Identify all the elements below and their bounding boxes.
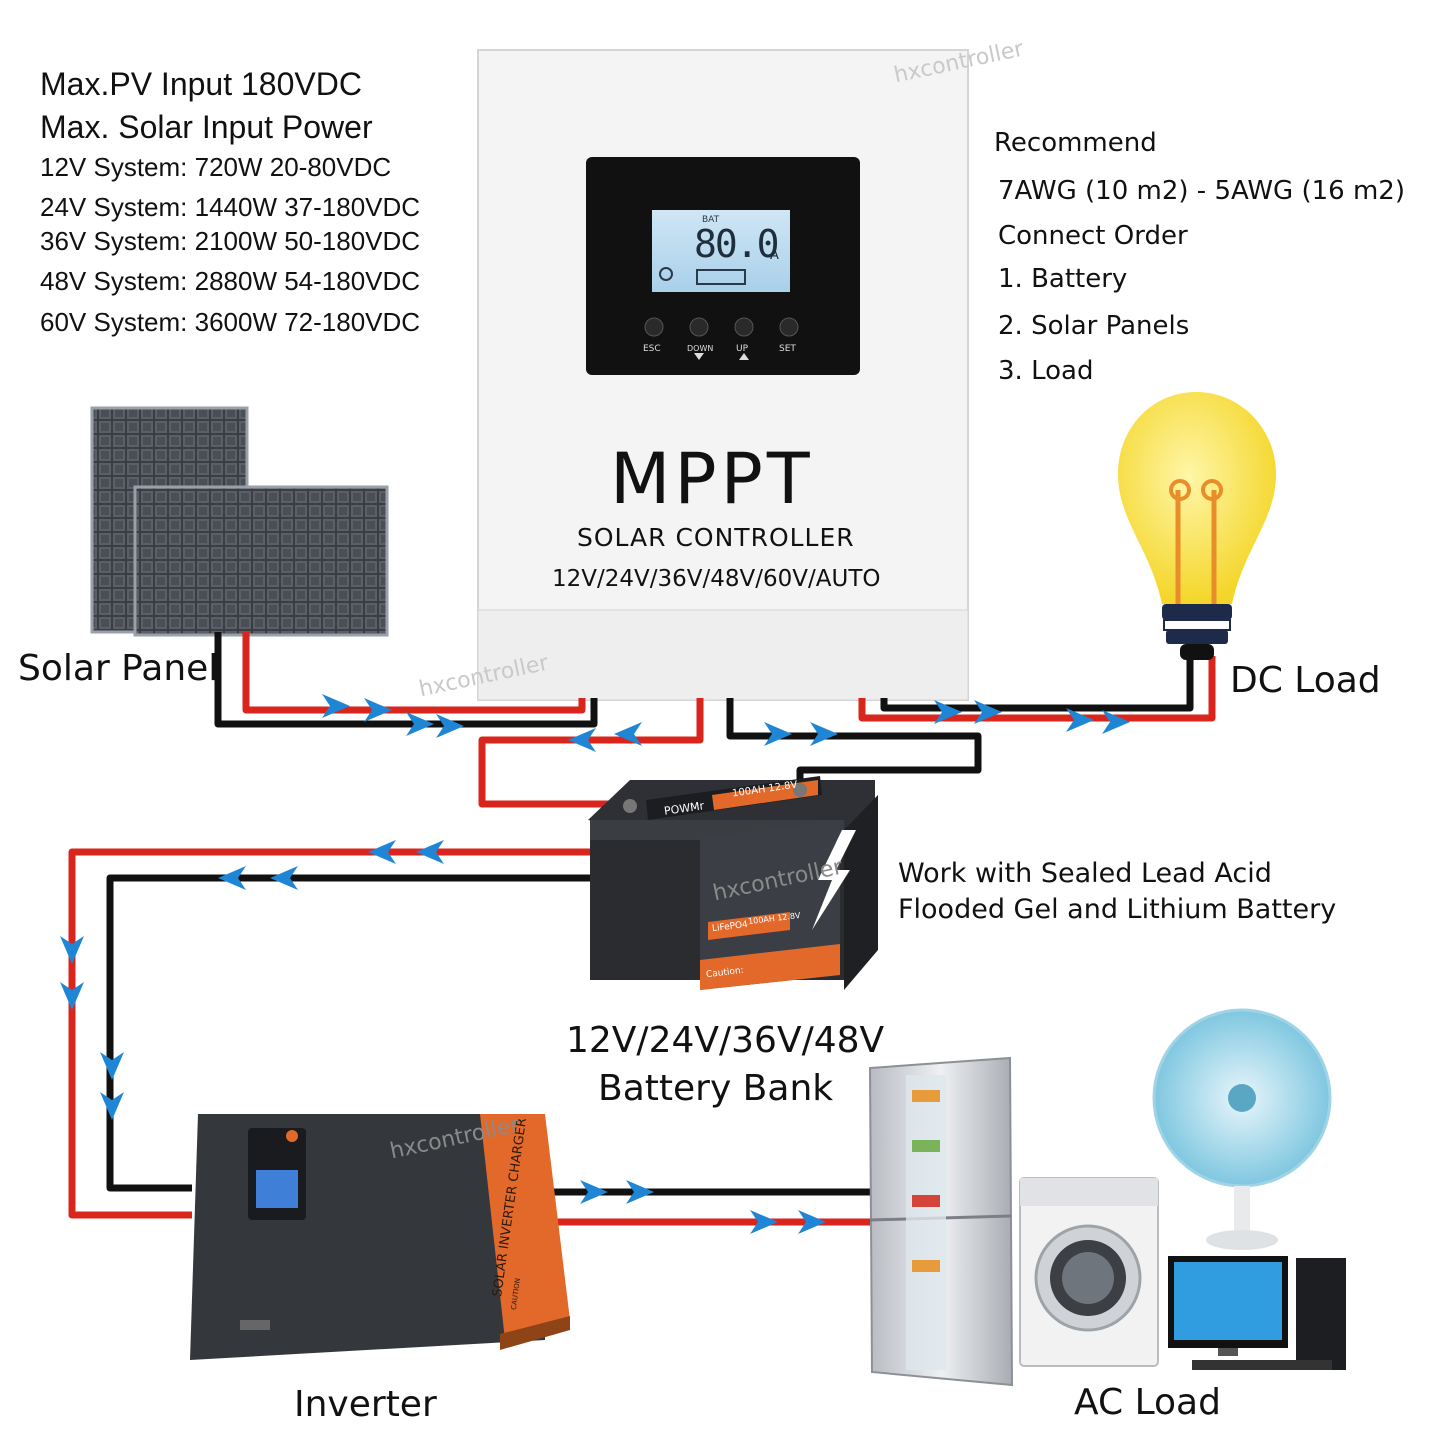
solar-panel-illustration	[90, 406, 389, 637]
recommend-title: Recommend	[994, 128, 1157, 158]
battery-note-line2: Flooded Gel and Lithium Battery	[898, 894, 1337, 925]
system-60v-spec: 60V System: 3600W 72-180VDC	[40, 307, 421, 337]
wire-gauge-text: 7AWG (10 m2) - 5AWG (16 m2)	[998, 176, 1405, 206]
battery-level-icon	[696, 269, 746, 285]
battery-illustration	[588, 776, 878, 990]
inverter-label: Inverter	[294, 1384, 437, 1425]
battery-note-line1: Work with Sealed Lead Acid	[898, 858, 1272, 889]
mppt-title: MPPT	[610, 438, 814, 520]
up-button-label: UP	[736, 344, 749, 354]
down-button-label: DOWN	[687, 344, 714, 353]
light-bulb-illustration	[1118, 392, 1276, 660]
system-36v-spec: 36V System: 2100W 50-180VDC	[40, 226, 421, 256]
solar-power-title: Max. Solar Input Power	[40, 109, 373, 145]
lcd-bat-label: BAT	[702, 215, 720, 225]
set-button[interactable]	[779, 317, 799, 337]
solar-panel-label: Solar Panel	[18, 648, 219, 689]
system-48v-spec: 48V System: 2880W 54-180VDC	[40, 266, 421, 296]
esc-button-label: ESC	[643, 344, 661, 354]
down-button[interactable]	[689, 317, 709, 337]
system-24v-spec: 24V System: 1440W 37-180VDC	[40, 192, 421, 222]
battery-bank-label: Battery Bank	[598, 1068, 834, 1109]
connect-step-load: 3. Load	[998, 356, 1094, 386]
battery-bank-voltages: 12V/24V/36V/48V	[566, 1020, 885, 1061]
fan-illustration	[1152, 1008, 1332, 1250]
washing-machine-illustration	[1019, 1177, 1159, 1367]
pv-input-spec: Max.PV Input 180VDC	[40, 66, 362, 102]
up-arrow-icon	[739, 353, 749, 360]
lcd-screen	[652, 210, 790, 292]
ac-load-label: AC Load	[1074, 1382, 1221, 1423]
set-button-label: SET	[779, 344, 796, 354]
refrigerator-illustration	[868, 1056, 1014, 1387]
down-arrow-icon	[694, 353, 704, 360]
dc-load-label: DC Load	[1230, 660, 1381, 701]
mppt-controller	[477, 49, 969, 701]
connect-step-solar: 2. Solar Panels	[998, 311, 1190, 341]
up-button[interactable]	[734, 317, 754, 337]
esc-button[interactable]	[644, 317, 664, 337]
voltage-options: 12V/24V/36V/48V/60V/AUTO	[552, 566, 881, 592]
sun-icon	[659, 267, 673, 281]
lcd-value: 80.0	[694, 222, 780, 266]
inverter-illustration	[190, 1114, 570, 1360]
flow-arrows	[60, 694, 1130, 1234]
connect-step-battery: 1. Battery	[998, 264, 1128, 294]
lcd-unit: A	[770, 248, 779, 263]
connect-order-title: Connect Order	[998, 221, 1188, 251]
solar-controller-subtitle: SOLAR CONTROLLER	[577, 523, 855, 552]
computer-illustration	[1168, 1256, 1346, 1370]
system-12v-spec: 12V System: 720W 20-80VDC	[40, 152, 392, 182]
